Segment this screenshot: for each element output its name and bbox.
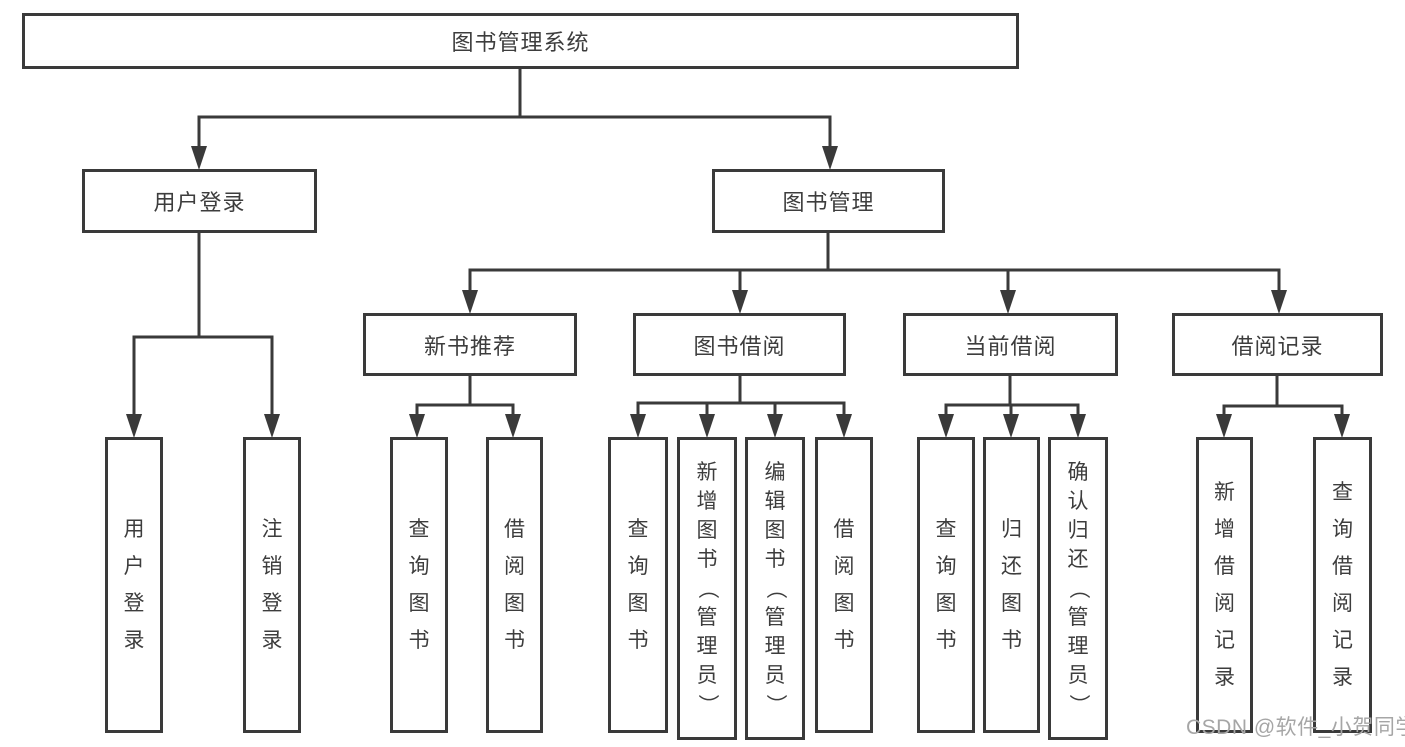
leaf-return-books: 归还图书 xyxy=(983,437,1040,733)
leaf-confirm-return-admin: 确认归还（管理员） xyxy=(1048,437,1108,740)
arrowheads xyxy=(126,146,1350,438)
edge-userlogin-to-leaves xyxy=(132,229,274,420)
node-label: 图书管理 xyxy=(782,190,875,215)
node-label: 新书推荐 xyxy=(423,333,516,359)
leaf-user-login: 用户登录 xyxy=(105,437,163,733)
node-label: 图书管理系统 xyxy=(451,30,590,55)
node-book-management: 图书管理 xyxy=(712,169,945,233)
edge-current-to-leaves xyxy=(944,373,1080,422)
node-user-login: 用户登录 xyxy=(82,169,317,233)
leaf-edit-books-admin: 编辑图书（管理员） xyxy=(745,437,805,740)
leaf-add-books-admin: 新增图书（管理员） xyxy=(677,437,737,740)
leaf-borrow-books-recommend: 借阅图书 xyxy=(486,437,543,733)
edge-borrowing-to-leaves xyxy=(636,373,846,422)
edge-newbook-to-leaves xyxy=(415,373,515,422)
edge-bookmgmt-to-level3 xyxy=(468,230,1281,297)
node-new-book-recommendation: 新书推荐 xyxy=(363,313,577,376)
node-label: 用户登录 xyxy=(153,190,246,215)
csdn-watermark: CSDN @软件_小贺同学 xyxy=(1186,716,1405,739)
node-current-borrowing: 当前借阅 xyxy=(903,313,1118,376)
node-label: 当前借阅 xyxy=(964,333,1057,359)
leaf-query-books-current: 查询图书 xyxy=(917,437,975,733)
leaf-add-borrow-record: 新增借阅记录 xyxy=(1196,437,1253,733)
edge-records-to-leaves xyxy=(1222,373,1344,422)
leaf-borrow-books: 借阅图书 xyxy=(815,437,873,733)
node-book-management-system: 图书管理系统 xyxy=(22,13,1019,69)
leaf-logout: 注销登录 xyxy=(243,437,301,733)
node-book-borrowing: 图书借阅 xyxy=(633,313,846,376)
node-borrowing-records: 借阅记录 xyxy=(1172,313,1383,376)
leaf-query-borrow-record: 查询借阅记录 xyxy=(1313,437,1372,733)
node-label: 借阅记录 xyxy=(1231,333,1324,359)
edge-root-to-level2 xyxy=(197,65,832,152)
leaf-query-books-recommend: 查询图书 xyxy=(390,437,448,733)
node-label: 图书借阅 xyxy=(693,333,786,359)
leaf-query-books-borrowing: 查询图书 xyxy=(608,437,668,733)
